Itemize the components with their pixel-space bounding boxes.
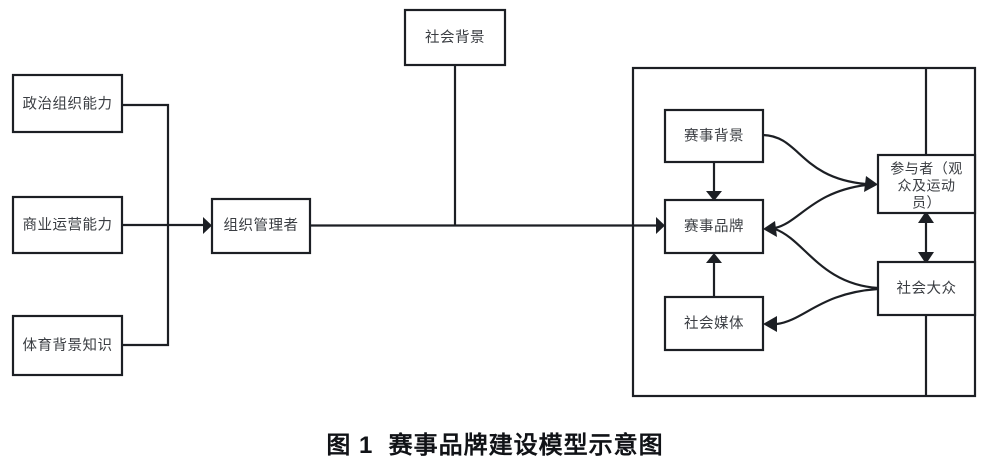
arrowhead-into-participants-bottom (918, 211, 934, 223)
node-social-background-box[interactable] (403, 8, 507, 67)
node-public-box[interactable] (876, 260, 977, 317)
node-participants-label-line3: 员） (912, 195, 941, 211)
node-sports-knowledge[interactable]: 体育背景知识 (11, 314, 124, 377)
node-social-background[interactable]: 社会背景 (403, 8, 507, 67)
node-event-background-label: 赛事背景 (684, 127, 744, 144)
node-participants-label-line1: 参与者（观 (890, 161, 963, 177)
node-event-background[interactable]: 赛事背景 (663, 108, 765, 164)
node-sports-knowledge-box[interactable] (11, 314, 124, 377)
node-sports-knowledge-label: 体育背景知识 (23, 337, 113, 354)
figure-caption: 图 1 赛事品牌建设模型示意图 (326, 432, 664, 459)
node-public-label: 社会大众 (897, 280, 957, 297)
node-commercial-capability-box[interactable] (11, 195, 124, 255)
edge-knowledge-to-bus (122, 225, 170, 347)
node-organizer[interactable]: 组织管理者 (210, 197, 312, 255)
arrowhead-into-public-top (918, 252, 934, 264)
arrowhead-into-participants-left-upper (864, 176, 878, 192)
node-social-background-label: 社会背景 (425, 29, 485, 46)
arrowhead-into-event-brand-right (763, 221, 777, 237)
node-event-brand-label: 赛事品牌 (684, 218, 744, 235)
edge-brand-to-participants (773, 183, 868, 230)
node-political-capability-label: 政治组织能力 (23, 95, 113, 112)
node-commercial-capability[interactable]: 商业运营能力 (11, 195, 124, 255)
node-organizer-label: 组织管理者 (224, 217, 299, 234)
node-participants-box[interactable] (876, 153, 977, 215)
arrowhead-into-event-brand-bottom (706, 253, 722, 263)
node-political-capability[interactable]: 政治组织能力 (11, 73, 124, 134)
node-political-capability-box[interactable] (11, 73, 124, 134)
node-social-media-box[interactable] (663, 295, 765, 352)
edge-eventbg-to-participants (761, 133, 868, 186)
node-event-brand-box[interactable] (663, 198, 765, 255)
node-social-media[interactable]: 社会媒体 (663, 295, 765, 352)
arrowhead-into-event-brand-top (706, 191, 722, 201)
edge-public-to-brand (773, 227, 880, 290)
arrowhead-into-organizer (203, 217, 212, 234)
node-social-media-label: 社会媒体 (684, 315, 744, 332)
node-public[interactable]: 社会大众 (876, 260, 977, 317)
node-commercial-capability-label: 商业运营能力 (23, 216, 113, 233)
node-participants-label-line2: 众及运动 (898, 178, 956, 194)
arrowhead-into-social-media-right (763, 316, 777, 332)
node-participants[interactable]: 参与者（观 众及运动 员） (876, 153, 977, 215)
edge-political-to-bus (122, 103, 170, 225)
node-event-background-box[interactable] (663, 108, 765, 164)
arrowhead-into-event-brand-left (656, 217, 665, 234)
node-event-brand[interactable]: 赛事品牌 (663, 198, 765, 255)
brand-system-frame (631, 66, 977, 398)
edge-public-to-socialmedia (775, 287, 880, 326)
node-organizer-box[interactable] (210, 197, 312, 255)
